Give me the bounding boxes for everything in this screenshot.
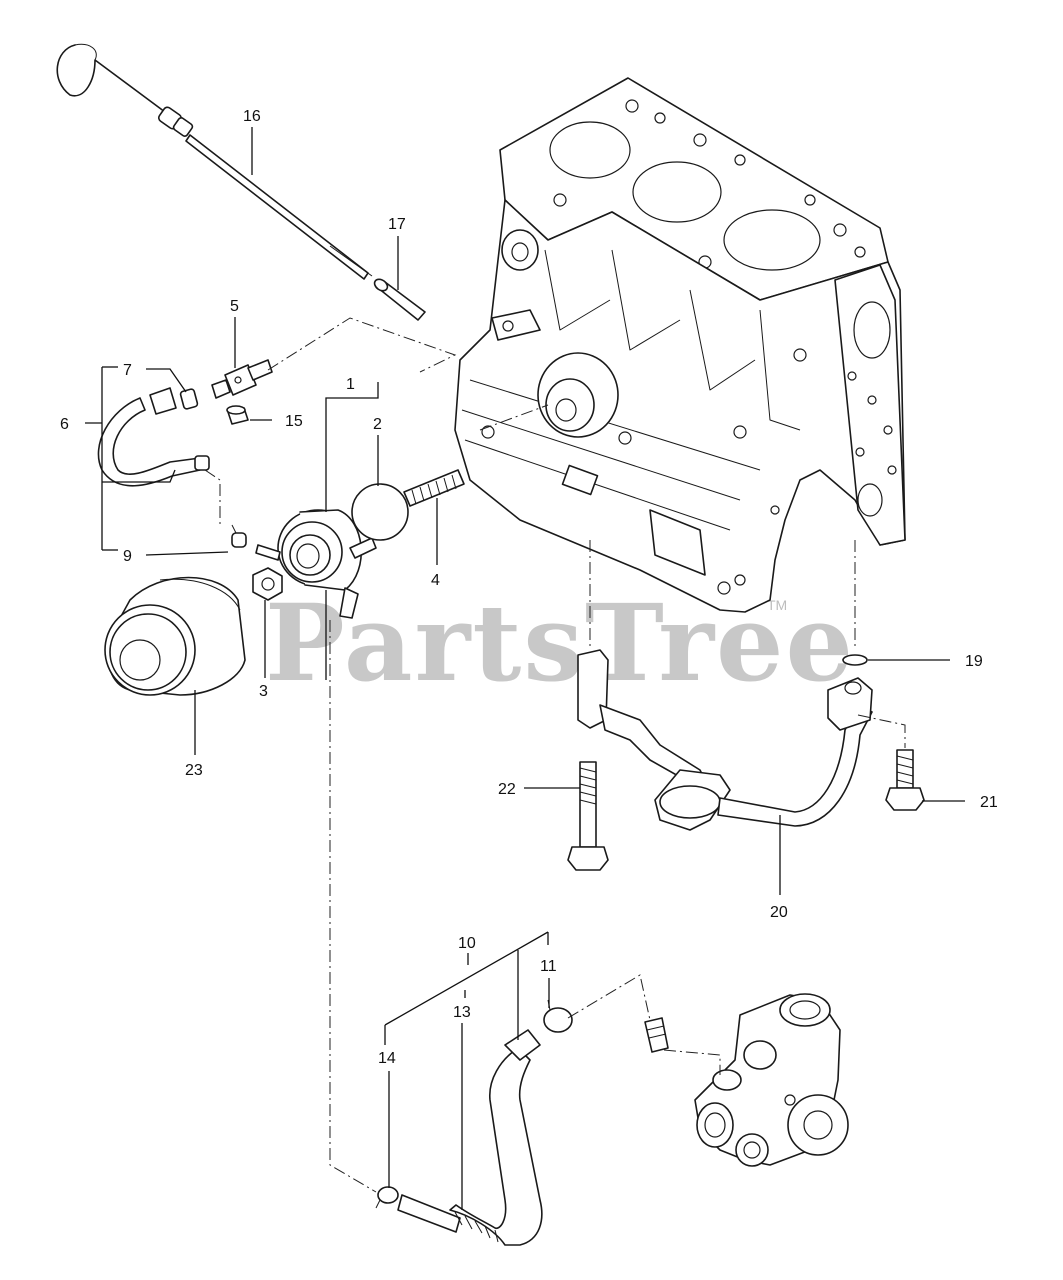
callout-15: 15 xyxy=(285,413,303,430)
o-ring xyxy=(842,654,868,666)
leader-lines xyxy=(85,127,965,1210)
callout-4: 4 xyxy=(431,572,440,589)
upper-hose xyxy=(97,387,210,487)
dipstick-guide xyxy=(373,278,426,321)
callout-5: 5 xyxy=(230,298,239,315)
callout-6: 6 xyxy=(60,416,69,433)
callout-3: 3 xyxy=(259,683,268,700)
dipstick xyxy=(56,43,373,280)
hose-clamp xyxy=(375,1186,399,1209)
pump-clamp xyxy=(543,999,573,1033)
cylinder-block xyxy=(454,77,906,613)
cooler-gasket xyxy=(351,483,409,541)
callout-17: 17 xyxy=(388,216,406,233)
callout-14: 14 xyxy=(378,1050,396,1067)
watermark-trademark: TM xyxy=(767,597,787,613)
cooler-nut xyxy=(252,567,283,601)
callout-22: 22 xyxy=(498,781,516,798)
callout-labels: 16 17 5 7 6 15 1 2 9 4 3 23 19 22 21 20 … xyxy=(60,108,998,1067)
callout-20: 20 xyxy=(770,904,788,921)
pump-pipe xyxy=(644,1017,669,1053)
lower-clamp xyxy=(231,524,247,548)
callout-1: 1 xyxy=(346,376,355,393)
flange-bolt-short xyxy=(885,749,925,811)
callout-7: 7 xyxy=(123,362,132,379)
coolant-hose xyxy=(397,1029,543,1246)
plug xyxy=(226,405,249,425)
callout-10: 10 xyxy=(458,935,476,952)
callout-16: 16 xyxy=(243,108,261,125)
callout-2: 2 xyxy=(373,416,382,433)
callout-23: 23 xyxy=(185,762,203,779)
callout-21: 21 xyxy=(980,794,998,811)
callout-13: 13 xyxy=(453,1004,471,1021)
callout-11: 11 xyxy=(540,958,557,975)
threaded-stud xyxy=(403,469,465,507)
hose-fitting xyxy=(211,359,273,399)
flange-bolt-long xyxy=(567,761,609,871)
assembly-lines xyxy=(204,317,906,1193)
oil-filter xyxy=(104,576,246,696)
water-pump xyxy=(694,993,849,1167)
callout-19: 19 xyxy=(965,653,983,670)
oil-cooler xyxy=(255,509,377,619)
oil-strainer xyxy=(577,649,873,831)
callout-9: 9 xyxy=(123,548,132,565)
